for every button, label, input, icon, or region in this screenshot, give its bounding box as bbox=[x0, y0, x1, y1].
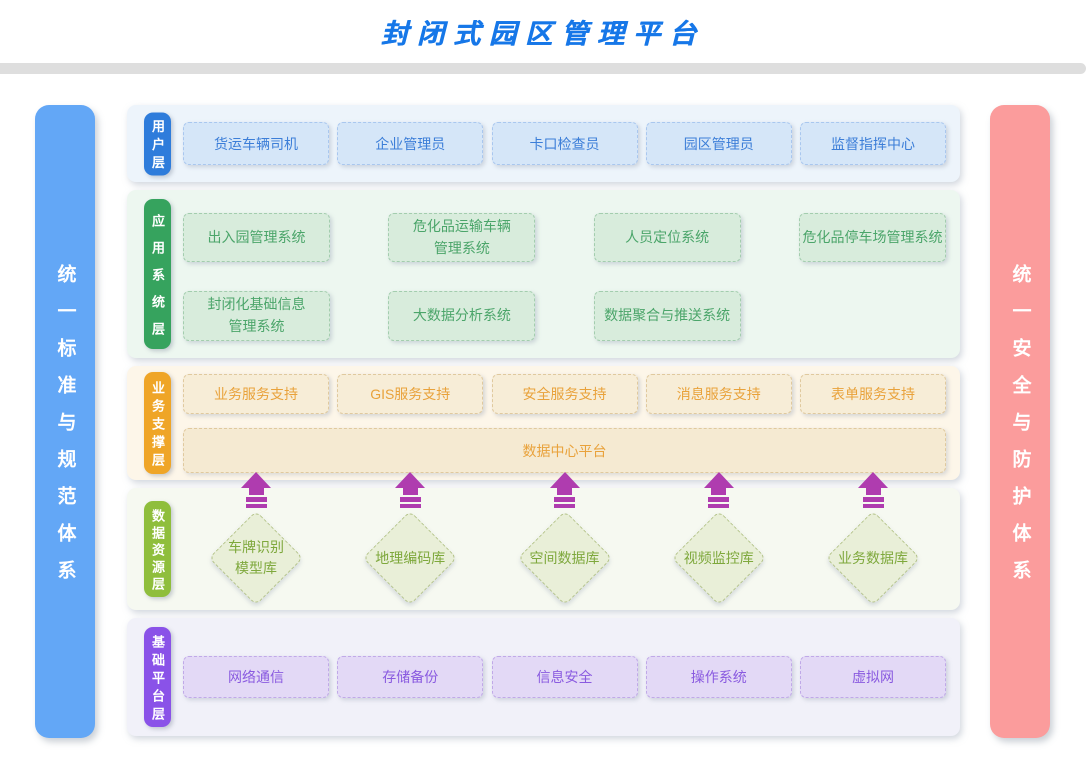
database-label: 业务数据库 bbox=[838, 549, 908, 566]
app-system-label: 大数据分析系统 bbox=[412, 307, 511, 324]
app-system-label: 封闭化基础信息管理系统 bbox=[207, 296, 306, 335]
database-label: 空间数据库 bbox=[529, 549, 600, 566]
arrow-cell bbox=[183, 472, 329, 508]
user-item-box: 企业管理员 bbox=[337, 122, 484, 165]
app-system-label: 数据聚合与推送系统 bbox=[604, 307, 731, 324]
database-diamond: 地理编码库 bbox=[337, 510, 483, 606]
application-row: 出入园管理系统 危化品运输车辆管理系统 人员定位系统 危化品停车场管理系统 bbox=[183, 213, 946, 263]
app-system-label: 人员定位系统 bbox=[625, 228, 710, 245]
up-arrow-icon bbox=[395, 472, 426, 508]
up-arrow-icon bbox=[241, 472, 271, 508]
data-center-bar: 数据中心平台 bbox=[183, 428, 946, 473]
service-support-box: 业务服务支持 bbox=[183, 374, 329, 414]
service-support-box: 消息服务支持 bbox=[645, 374, 792, 414]
arrow-cell bbox=[800, 472, 946, 508]
app-system-box: 封闭化基础信息管理系统 bbox=[183, 291, 330, 341]
arrow-cell bbox=[492, 472, 638, 508]
up-arrow-icon bbox=[549, 472, 580, 508]
business-support-content: 业务服务支持 GIS服务支持 安全服务支持 消息服务支持 表单服务支持 数据中心… bbox=[183, 366, 946, 473]
app-system-box: 危化品停车场管理系统 bbox=[798, 213, 946, 263]
layer-business-support-label: 业务支撑层 bbox=[150, 380, 165, 471]
service-support-box: 表单服务支持 bbox=[800, 374, 946, 414]
up-arrow-icon bbox=[858, 472, 888, 508]
right-pillar-label: 统一安全与防护体系 bbox=[1009, 264, 1031, 597]
layer-user-label-pill: 用户层 bbox=[144, 112, 171, 175]
user-item-box: 货运车辆司机 bbox=[183, 122, 329, 165]
infrastructure-items-row: 网络通信 存储备份 信息安全 操作系统 虚拟网 bbox=[183, 618, 946, 698]
arrow-cell bbox=[337, 472, 483, 508]
database-label: 视频监控库 bbox=[683, 549, 754, 566]
application-items-grid: 出入园管理系统 危化品运输车辆管理系统 人员定位系统 危化品停车场管理系统 封闭… bbox=[183, 190, 946, 341]
layer-application-label-pill: 应用系统层 bbox=[144, 199, 171, 349]
database-label: 地理编码库 bbox=[375, 549, 446, 566]
infra-box: 存储备份 bbox=[337, 656, 484, 698]
layer-business-support-label-pill: 业务支撑层 bbox=[144, 372, 171, 474]
up-arrow-icon bbox=[703, 472, 734, 508]
layer-data-resource-label-pill: 数据资源层 bbox=[144, 501, 171, 597]
infra-box: 网络通信 bbox=[183, 656, 329, 698]
service-support-row: 业务服务支持 GIS服务支持 安全服务支持 消息服务支持 表单服务支持 bbox=[183, 374, 946, 414]
infra-box: 虚拟网 bbox=[800, 656, 946, 698]
left-pillar: 统一标准与规范体系 bbox=[35, 105, 95, 738]
application-row: 封闭化基础信息管理系统 大数据分析系统 数据聚合与推送系统 bbox=[183, 291, 946, 341]
infra-box: 操作系统 bbox=[645, 656, 792, 698]
database-label: 车牌识别模型库 bbox=[228, 539, 284, 576]
right-pillar: 统一安全与防护体系 bbox=[990, 105, 1050, 738]
left-pillar-label: 统一标准与规范体系 bbox=[54, 264, 76, 597]
database-diamond: 业务数据库 bbox=[800, 510, 946, 606]
app-system-box: 危化品运输车辆管理系统 bbox=[388, 213, 536, 263]
layer-business-support: 业务支撑层 业务服务支持 GIS服务支持 安全服务支持 消息服务支持 表单服务支… bbox=[127, 366, 960, 480]
infra-box: 信息安全 bbox=[491, 656, 638, 698]
database-diamond: 空间数据库 bbox=[492, 510, 638, 606]
user-items-row: 货运车辆司机 企业管理员 卡口检查员 园区管理员 监督指挥中心 bbox=[183, 105, 946, 165]
user-item-box: 园区管理员 bbox=[645, 122, 792, 165]
layer-user: 用户层 货运车辆司机 企业管理员 卡口检查员 园区管理员 监督指挥中心 bbox=[127, 105, 960, 182]
user-item-box: 卡口检查员 bbox=[491, 122, 638, 165]
app-system-label: 危化品运输车辆管理系统 bbox=[412, 218, 511, 256]
database-diamond: 视频监控库 bbox=[646, 510, 792, 606]
database-diamonds-row: 车牌识别模型库 地理编码库 空间数据库 视频监控库 业务数据库 bbox=[183, 488, 946, 606]
layer-user-label: 用户层 bbox=[150, 119, 165, 173]
layer-data-resource: 数据资源层 车牌识别模型库 地理编码库 空间数据库 视频监控库 业务数据库 bbox=[127, 472, 960, 610]
up-arrows-row bbox=[183, 472, 946, 508]
title-divider bbox=[0, 63, 1086, 74]
app-system-label: 出入园管理系统 bbox=[207, 228, 306, 245]
layer-data-resource-label: 数据资源层 bbox=[150, 508, 165, 594]
app-system-box: 大数据分析系统 bbox=[388, 291, 536, 341]
page-title: 封闭式园区管理平台 bbox=[381, 19, 705, 49]
service-support-box: GIS服务支持 bbox=[337, 374, 484, 414]
layer-base-platform: 基础平台层 网络通信 存储备份 信息安全 操作系统 虚拟网 bbox=[127, 618, 960, 736]
database-diamond: 车牌识别模型库 bbox=[183, 510, 329, 606]
service-support-box: 安全服务支持 bbox=[491, 374, 638, 414]
layer-base-platform-label: 基础平台层 bbox=[150, 634, 165, 725]
app-system-box: 出入园管理系统 bbox=[183, 213, 330, 263]
app-system-label: 危化品停车场管理系统 bbox=[802, 228, 943, 245]
layer-application-label: 应用系统层 bbox=[150, 213, 165, 349]
layer-base-platform-label-pill: 基础平台层 bbox=[144, 627, 171, 727]
layers-container: 用户层 货运车辆司机 企业管理员 卡口检查员 园区管理员 监督指挥中心 应用系统… bbox=[127, 105, 960, 736]
app-system-box: 人员定位系统 bbox=[593, 213, 741, 263]
app-system-box: 数据聚合与推送系统 bbox=[593, 291, 741, 341]
user-item-box: 监督指挥中心 bbox=[800, 122, 946, 165]
arrow-cell bbox=[646, 472, 792, 508]
layer-application: 应用系统层 出入园管理系统 危化品运输车辆管理系统 人员定位系统 危化品停车场管… bbox=[127, 190, 960, 358]
